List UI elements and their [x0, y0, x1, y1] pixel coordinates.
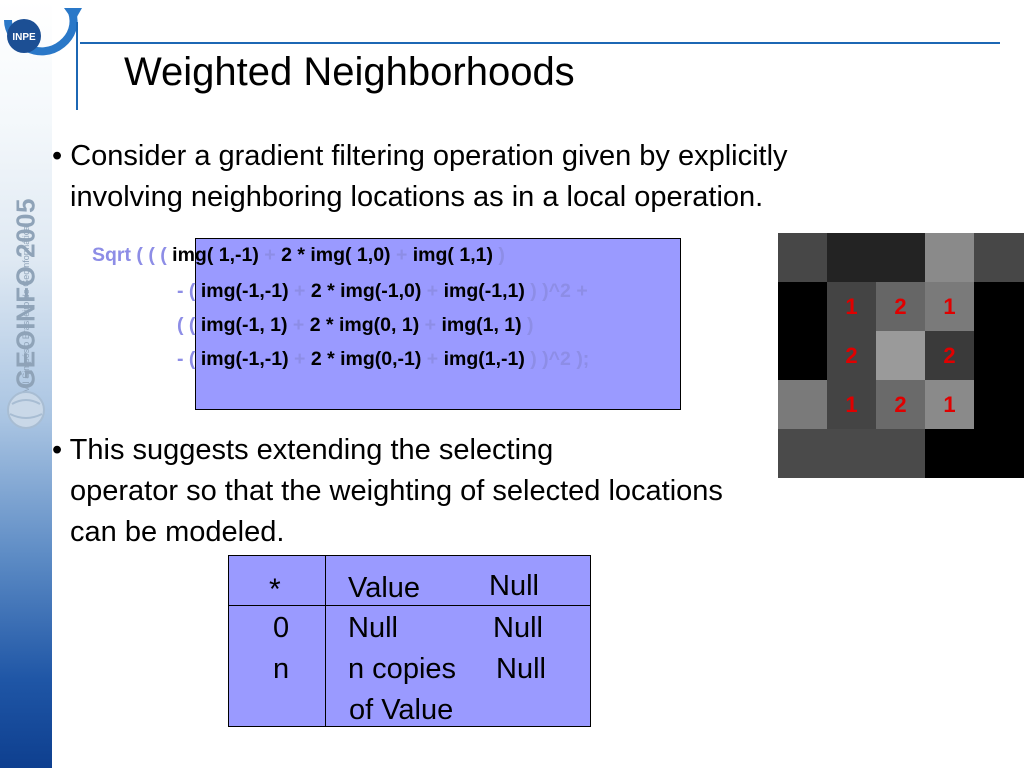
table-row-1-operator: n: [273, 653, 290, 685]
formula-highlight-box: [195, 238, 681, 410]
table-row-1-col2: Null: [496, 653, 546, 685]
grid-cell: [974, 282, 1024, 331]
formula-token: img(-1,1): [443, 280, 525, 302]
grid-cell: [778, 282, 827, 331]
formula-token: img(-1,-1): [200, 280, 289, 302]
left-sidebar: [0, 0, 52, 768]
bullet-1-line-1: • Consider a gradient filtering operatio…: [52, 140, 788, 172]
formula-token: img(1, 1): [441, 314, 522, 336]
grid-cell: [876, 233, 925, 282]
grid-cell: [778, 429, 827, 478]
grid-cell: 2: [925, 331, 974, 380]
formula-token: ) )^2 +: [524, 280, 588, 302]
formula-token: ): [492, 244, 505, 266]
operator-table: * Value Null 0 Null Null n n copies Null…: [228, 555, 591, 727]
weight-label: 2: [845, 342, 858, 368]
formula-token: img(-1, 1): [200, 314, 288, 336]
formula-token: img(-1,-1): [200, 348, 289, 370]
grid-cell: 1: [925, 380, 974, 429]
table-divider-horizontal: [229, 605, 591, 606]
table-header-col2: Null: [489, 570, 539, 602]
grid-cell: [925, 429, 974, 478]
bullet-2-line-3: can be modeled.: [70, 516, 285, 548]
grid-cell: [778, 331, 827, 380]
formula-token: 2 * img(0, 1): [309, 314, 420, 336]
header-horizontal-rule: [80, 42, 1000, 44]
weight-label: 2: [894, 293, 907, 319]
grid-cell: [827, 233, 876, 282]
bullet-1: • Consider a gradient filtering operatio…: [52, 136, 788, 218]
grid-cell: [778, 380, 827, 429]
table-row-2-col1: of Value: [349, 694, 454, 726]
grid-cell: [974, 429, 1024, 478]
formula-token: +: [421, 280, 444, 302]
table-divider-vertical: [325, 556, 326, 727]
weight-label: 1: [943, 391, 956, 417]
logo-text: INPE: [12, 32, 36, 43]
formula-token: Sqrt ( ( (: [92, 244, 173, 266]
formula-token: ): [521, 314, 534, 336]
weight-label: 1: [845, 391, 858, 417]
grid-cell: 1: [827, 380, 876, 429]
bullet-2-line-2: operator so that the weighting of select…: [70, 475, 723, 507]
formula-token: - (: [177, 280, 201, 302]
formula-token: 2 * img(-1,0): [310, 280, 422, 302]
bullet-2-line-1: • This suggests extending the selecting: [52, 434, 554, 466]
formula-token: ) )^2 );: [524, 348, 590, 370]
formula-token: img( 1,1): [412, 244, 493, 266]
formula-token: img( 1,-1): [172, 244, 259, 266]
formula-token: +: [419, 314, 442, 336]
formula-token: +: [390, 244, 413, 266]
weight-label: 1: [943, 293, 956, 319]
formula-token: 2 * img( 1,0): [281, 244, 391, 266]
formula-token: img(1,-1): [443, 348, 525, 370]
grid-cell: 2: [876, 282, 925, 331]
formula-token: ( (: [177, 314, 201, 336]
formula-line-2: - ( img(-1,-1) + 2 * img(-1,0) + img(-1,…: [177, 280, 588, 302]
table-row-1-col1: n copies: [348, 653, 457, 685]
grid-cell: [925, 233, 974, 282]
grid-cell: [974, 380, 1024, 429]
header-vertical-rule: [76, 22, 78, 110]
formula-token: - (: [177, 348, 201, 370]
formula-line-3: ( ( img(-1, 1) + 2 * img(0, 1) + img(1, …: [177, 314, 534, 336]
table-row-0-operator: 0: [273, 612, 290, 644]
formula-token: 2 * img(0,-1): [310, 348, 422, 370]
grid-cell: [974, 233, 1024, 282]
formula-token: +: [288, 280, 311, 302]
formula-token: +: [287, 314, 310, 336]
grid-cell: [876, 429, 925, 478]
grid-cell: 1: [925, 282, 974, 331]
bullet-2: • This suggests extending the selecting …: [52, 430, 723, 553]
grid-cell: 1: [827, 282, 876, 331]
slide-title: Weighted Neighborhoods: [124, 50, 575, 94]
table-row-0-col1: Null: [348, 612, 398, 644]
grid-cell: [827, 429, 876, 478]
grid-cell: [876, 331, 925, 380]
weight-label: 2: [943, 342, 956, 368]
grid-cell: [974, 331, 1024, 380]
formula-token: +: [258, 244, 282, 266]
bullet-1-line-2: involving neighboring locations as in a …: [70, 181, 764, 213]
table-row-0-col2: Null: [493, 612, 543, 644]
grid-cell: [778, 233, 827, 282]
table-header-col1: Value: [348, 572, 421, 604]
globe-icon: [4, 384, 48, 434]
formula-line-4: - ( img(-1,-1) + 2 * img(0,-1) + img(1,-…: [177, 348, 589, 370]
formula-token: +: [421, 348, 444, 370]
weight-label: 2: [894, 391, 907, 417]
weight-label: 1: [845, 293, 858, 319]
table-header-operator: *: [269, 573, 281, 606]
inpe-logo: INPE: [0, 0, 82, 70]
kernel-grid-image: 1 2 1 2 2 1 2 1: [778, 233, 1024, 478]
grid-cell: 2: [876, 380, 925, 429]
formula-token: +: [288, 348, 311, 370]
formula-line-1: Sqrt ( ( ( img( 1,-1) + 2 * img( 1,0) + …: [92, 244, 505, 266]
grid-cell: 2: [827, 331, 876, 380]
